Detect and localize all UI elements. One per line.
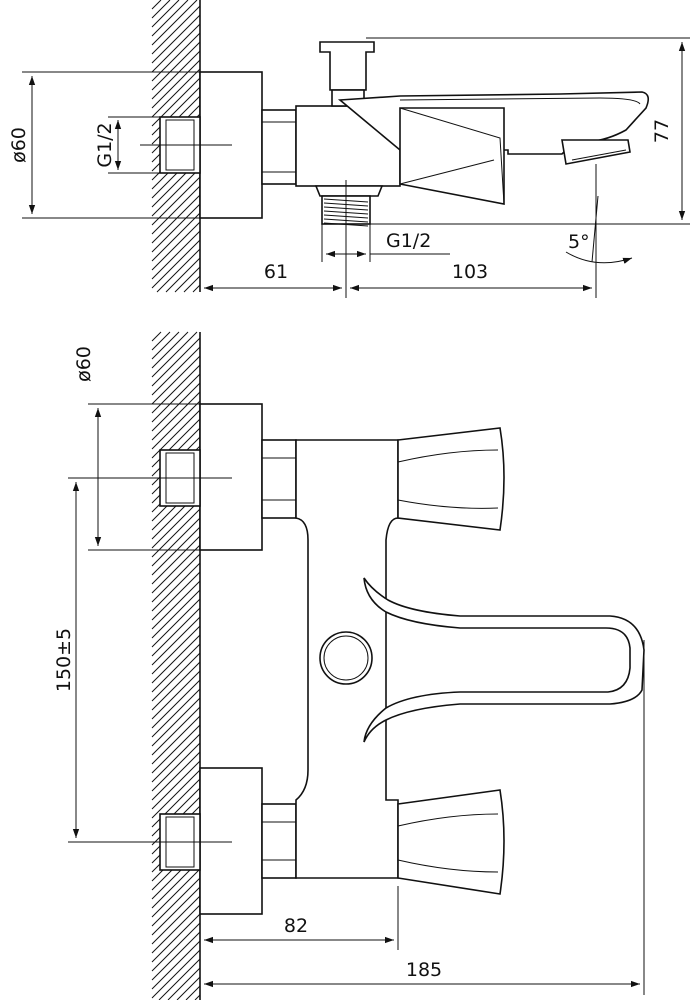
side-outlet-thread-label: G1/2: [386, 230, 431, 252]
side-handle: [399, 107, 505, 205]
side-nut: [261, 109, 297, 185]
side-dim-left-label: 61: [264, 261, 288, 283]
side-view: ø60 G1/2 77 G1/2 5° 61 103: [8, 37, 690, 298]
side-inlet-thread-label: G1/2: [94, 122, 116, 167]
front-nut-upper: [261, 439, 297, 519]
front-spout: [363, 577, 645, 743]
front-nut-lower: [261, 803, 297, 879]
side-diameter-label: ø60: [8, 127, 30, 163]
front-total-dim-label: 185: [406, 959, 442, 981]
front-view: ø60 150±5 82 185: [53, 346, 645, 995]
front-rosette-lower: [199, 767, 263, 915]
front-handle-upper: [397, 427, 505, 531]
front-spacing-label: 150±5: [53, 628, 75, 692]
wall-hatching-bottom: [151, 331, 201, 1000]
front-handle-dim-label: 82: [284, 915, 308, 937]
front-handle-lower: [397, 789, 505, 895]
side-dim-right-label: 103: [452, 261, 488, 283]
side-diverter-knob: [319, 41, 375, 91]
front-diameter-label: ø60: [73, 346, 95, 382]
front-rosette-upper: [199, 403, 263, 551]
side-outlet-nut: [314, 185, 384, 197]
front-diverter: [319, 631, 373, 685]
side-angle-label: 5°: [568, 231, 590, 253]
side-height-label: 77: [651, 119, 673, 143]
side-aerator: [561, 139, 631, 165]
